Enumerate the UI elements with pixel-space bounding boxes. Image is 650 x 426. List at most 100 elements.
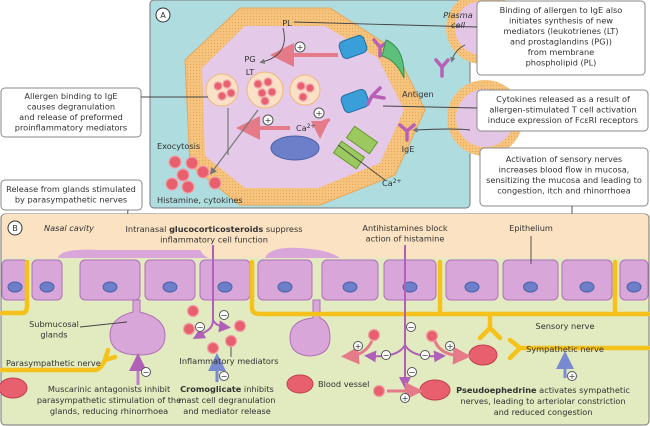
- nucleus: [270, 135, 320, 161]
- nasal-cavity: [2, 214, 648, 258]
- minus-icon: −: [420, 350, 430, 360]
- cell-nucleus: [523, 281, 538, 293]
- panel-a: + + + A PL PG LT Ca2+ Exocytosis Histami…: [149, 0, 523, 209]
- exocytosis-label: Exocytosis: [157, 141, 200, 151]
- svg-text:+: +: [297, 42, 304, 52]
- svg-text:Cytokines released as a result: Cytokines released as a result ofallerge…: [488, 94, 638, 125]
- epithelial-cell: [1, 259, 29, 301]
- svg-text:+: +: [447, 341, 454, 351]
- fceri-receptor: [338, 35, 368, 59]
- svg-text:+: +: [265, 115, 272, 125]
- epithelial-cell: [79, 259, 141, 301]
- epithelium-cells: [1, 259, 649, 301]
- inflammatory-mediators-label: Inflammatory mediators: [179, 356, 278, 366]
- blood-vessel: [468, 344, 498, 366]
- plus-icon: +: [567, 371, 577, 381]
- epithelial-cell: [31, 259, 63, 301]
- plus-icon: +: [400, 393, 410, 403]
- plus-icons-a: + + +: [262, 41, 325, 126]
- epithelial-cell: [199, 259, 251, 301]
- minus-icon: −: [195, 322, 205, 332]
- released-mediators: [165, 155, 222, 194]
- epithelial-cell: [383, 259, 437, 301]
- minus-icon: −: [219, 310, 229, 320]
- calcium-channel: [345, 125, 379, 155]
- granules: [205, 71, 321, 109]
- epithelial-cell: [257, 259, 313, 301]
- cell-nucleus: [626, 281, 642, 293]
- cell-nucleus: [102, 281, 118, 293]
- ca-inside-label: Ca2+: [296, 123, 316, 133]
- histamine-label: Histamine, cytokines: [157, 195, 243, 205]
- ca-channel-label: Ca2+: [382, 178, 402, 188]
- svg-text:−: −: [383, 350, 390, 360]
- plus-icon: +: [445, 341, 455, 351]
- fceri-receptor: [340, 89, 370, 113]
- panel-a-label: A: [160, 10, 166, 20]
- cell-nucleus: [579, 281, 595, 293]
- panel-b: −−−−−−−−++++ B Nasal cavity Intranasal g…: [0, 213, 650, 426]
- blood-vessel: [419, 379, 451, 401]
- calcium-channel: [332, 140, 366, 170]
- sympathetic-nerve-label: Sympathetic nerve: [526, 344, 604, 354]
- minus-icon: −: [406, 322, 416, 332]
- nasal-cavity-label: Nasal cavity: [44, 223, 94, 233]
- glucocorticosteroids-label: Intranasal glucocorticosteroids suppress…: [125, 224, 302, 245]
- cell-nucleus: [277, 281, 293, 293]
- sign-icons-b: −−−−−−−−++++: [141, 310, 577, 403]
- cell-nucleus: [162, 281, 178, 293]
- svg-text:−: −: [143, 367, 150, 377]
- pl-label: PL: [282, 18, 292, 28]
- svg-text:+: +: [569, 371, 576, 381]
- svg-text:+: +: [316, 108, 323, 118]
- svg-text:−: −: [197, 322, 204, 332]
- blood-vessel: [0, 377, 28, 399]
- svg-text:−: −: [422, 350, 429, 360]
- epithelial-cell: [321, 259, 379, 301]
- epithelial-cell: [561, 259, 613, 301]
- blood-vessel: [286, 374, 314, 394]
- pg-label: PG: [244, 54, 255, 64]
- minus-icon: −: [407, 367, 417, 377]
- exocytosis-arrow: [209, 109, 259, 175]
- svg-text:Binding of allergen to IgE als: Binding of allergen to IgE alsoinitiates…: [500, 5, 623, 68]
- blood-vessel-label: Blood vessel: [318, 379, 369, 389]
- sensory-nerve-label: Sensory nerve: [536, 321, 595, 331]
- epithelial-cell: [445, 259, 499, 301]
- epithelial-cell: [144, 259, 196, 301]
- cell-nucleus: [402, 281, 418, 293]
- svg-text:−: −: [221, 310, 228, 320]
- svg-text:−: −: [221, 371, 228, 381]
- minus-icon: −: [141, 367, 151, 377]
- cell-nucleus: [217, 281, 233, 293]
- svg-text:+: +: [355, 341, 362, 351]
- plus-icon: +: [353, 341, 363, 351]
- minus-icon: −: [219, 371, 229, 381]
- panel-b-label: B: [12, 223, 18, 233]
- epithelium-label: Epithelium: [509, 223, 553, 233]
- parasympathetic-nerve-label: Parasympathetic nerve: [6, 358, 101, 368]
- ige-label: IgE: [402, 144, 415, 154]
- epithelial-cell: [502, 259, 559, 301]
- svg-text:−: −: [409, 367, 416, 377]
- svg-text:−: −: [408, 322, 415, 332]
- lt-label: LT: [246, 67, 255, 77]
- cell-nucleus: [39, 281, 55, 293]
- epithelial-cell: [619, 259, 649, 301]
- cell-nucleus: [342, 281, 358, 293]
- svg-text:+: +: [402, 393, 409, 403]
